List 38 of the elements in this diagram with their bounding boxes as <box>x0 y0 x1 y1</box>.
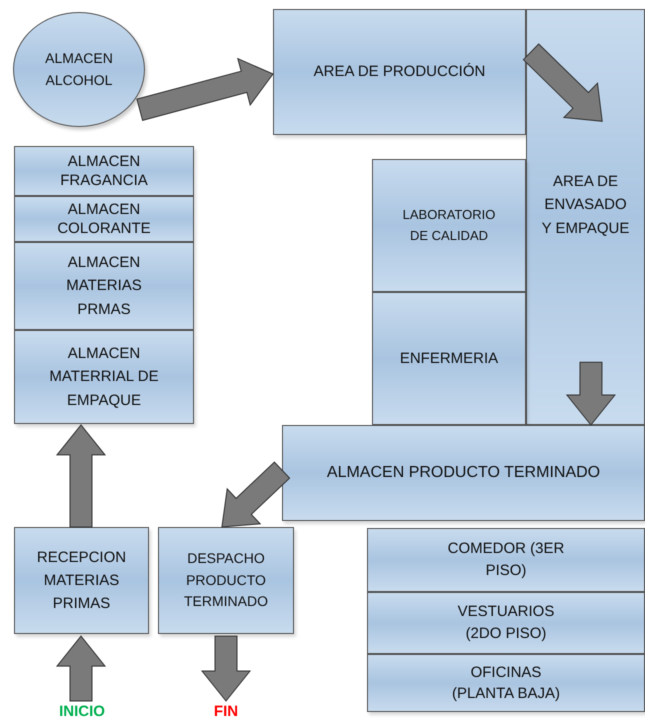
area-box <box>367 592 645 654</box>
area-box <box>14 196 194 242</box>
area-box <box>372 292 526 425</box>
block-arrow <box>200 636 252 702</box>
area-label: COMEDOR (3ER PISO) <box>446 538 566 581</box>
area-box <box>14 242 194 330</box>
area-label: LABORATORIO DE CALIDAD <box>402 206 496 244</box>
area-label: ALMACEN MATERRIAL DE EMPAQUE <box>48 344 160 411</box>
area-label: DESPACHO PRODUCTO TERMINADO <box>183 548 269 612</box>
area-box <box>14 330 194 424</box>
end-label: FIN <box>203 701 249 721</box>
area-box <box>372 159 526 292</box>
area-label: ALMACEN FRAGANCIA <box>59 152 149 190</box>
area-label: VESTUARIOS (2DO PISO) <box>456 602 556 644</box>
area-box <box>367 528 645 592</box>
start-label: INICIO <box>48 701 116 721</box>
area-box <box>14 146 194 196</box>
block-arrow <box>136 58 274 122</box>
area-box <box>158 527 294 634</box>
area-box <box>367 654 645 712</box>
block-arrow <box>522 43 603 122</box>
area-label: AREA DE PRODUCCIÓN <box>314 62 486 82</box>
area-label: ALMACEN MATERIAS PRMAS <box>65 253 143 320</box>
block-arrow <box>56 424 106 528</box>
block-arrow <box>221 461 290 528</box>
area-label: RECEPCION MATERIAS PRIMAS <box>36 548 128 614</box>
area-label: OFICINAS (PLANTA BAJA) <box>450 663 562 704</box>
area-label: ALMACEN ALCOHOL <box>44 48 114 90</box>
area-label: AREA DE ENVASADO Y EMPAQUE <box>540 172 630 238</box>
area-label: ENFERMERIA <box>400 348 498 369</box>
block-arrow <box>56 635 106 702</box>
area-label: ALMACEN PRODUCTO TERMINADO <box>326 462 600 483</box>
area-label: ALMACEN COLORANTE <box>56 200 152 238</box>
area-box <box>282 425 645 521</box>
area-box <box>273 9 526 135</box>
area-box <box>526 9 645 425</box>
block-arrow <box>566 362 616 426</box>
area-box <box>14 527 149 634</box>
